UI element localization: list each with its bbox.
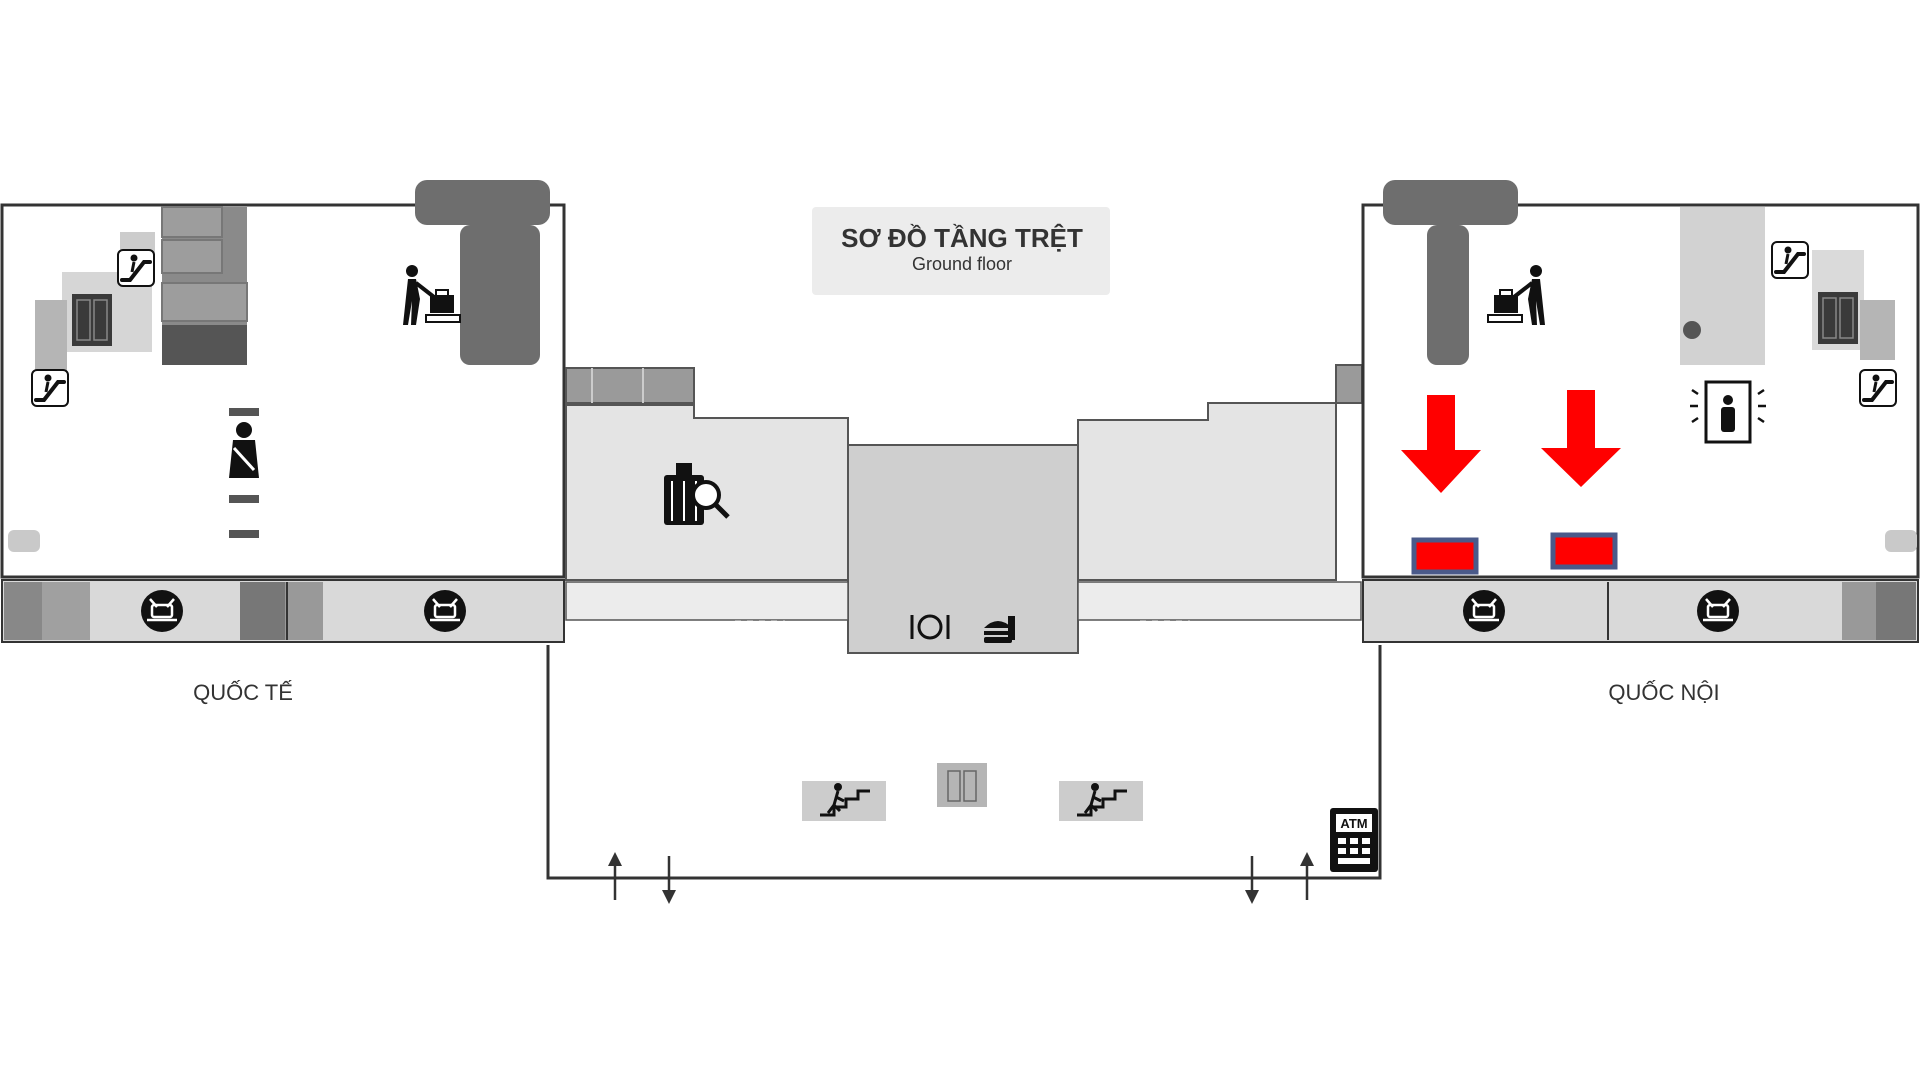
map-subtitle: Ground floor — [912, 254, 1012, 274]
title-plate: SƠ ĐỒ TẦNG TRỆT Ground floor — [812, 207, 1110, 295]
exit-arrow-icon — [662, 856, 676, 904]
entry-arrow-icon — [1300, 852, 1314, 900]
security-scanner-icon — [1690, 380, 1766, 444]
elevator-icon — [937, 763, 987, 807]
check-in-counter — [1550, 532, 1618, 570]
zone-label-international: QUỐC TẾ — [193, 679, 293, 705]
escalator-icon — [1770, 240, 1810, 280]
exit-arrow-icon — [1245, 856, 1259, 904]
map-title: SƠ ĐỒ TẦNG TRỆT — [841, 223, 1083, 253]
escalator-icon — [116, 248, 156, 288]
fast-food-icon — [984, 616, 1015, 643]
international-wing — [0, 180, 566, 643]
check-in-island-left — [460, 225, 540, 365]
lower-concourse: ATM — [546, 645, 1382, 904]
baggage-claim-icon — [1695, 588, 1741, 634]
zone-label-domestic: QUỐC NỘI — [1608, 679, 1719, 705]
stairs-icon — [1057, 779, 1145, 823]
security-officer-icon — [229, 408, 259, 538]
restaurant-icon — [910, 614, 950, 640]
escalator-icon — [1858, 368, 1898, 408]
baggage-inspection-icon — [664, 463, 730, 525]
entry-arrow-icon — [608, 852, 622, 900]
stairs-icon — [800, 779, 888, 823]
red-arrow — [1541, 390, 1621, 487]
elevator-icon — [1817, 291, 1859, 345]
domestic-wing — [1361, 180, 1920, 643]
baggage-claim-icon — [1461, 588, 1507, 634]
escalator-icon — [30, 368, 70, 408]
atm-label: ATM — [1340, 816, 1367, 831]
red-arrow — [1401, 395, 1481, 493]
central-hall — [565, 364, 1363, 654]
elevator-icon — [71, 293, 113, 347]
check-in-counter — [1411, 537, 1479, 575]
baggage-claim-icon — [139, 588, 185, 634]
baggage-claim-icon — [422, 588, 468, 634]
check-in-island-right — [1427, 225, 1469, 365]
atm-icon: ATM — [1330, 808, 1378, 872]
